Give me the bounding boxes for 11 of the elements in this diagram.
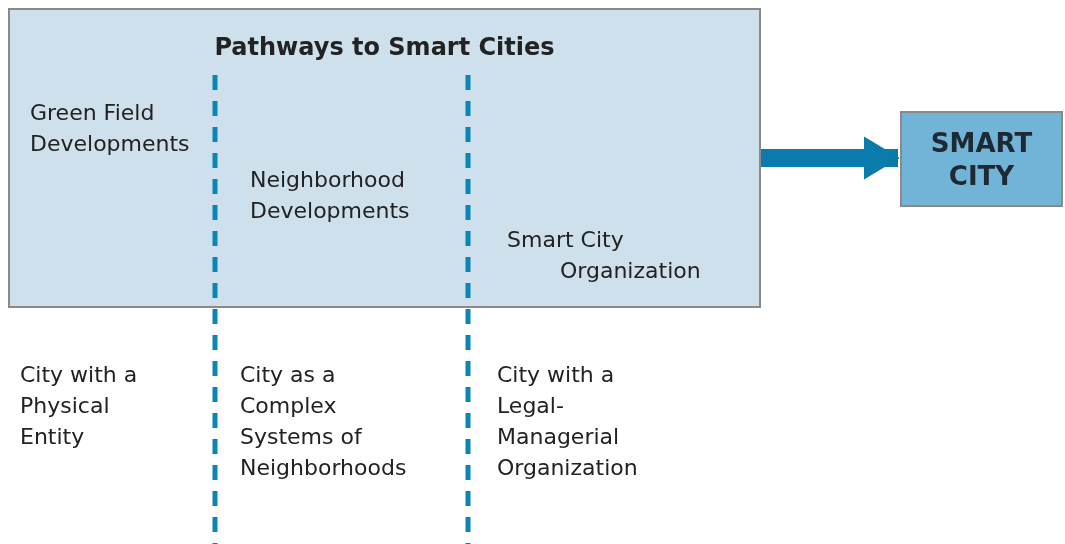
pathway-label: Green Field Developments	[30, 99, 191, 158]
panel-title: Pathways to Smart Cities	[213, 32, 556, 63]
pathway-label: Neighborhood Developments	[250, 166, 411, 225]
arrow	[761, 136, 900, 180]
concept-label: City with a Physical Entity	[20, 361, 139, 451]
pathways-panel	[8, 8, 761, 308]
concept-label: City as a Complex Systems of Neighborhoods	[240, 361, 408, 482]
target-box	[900, 111, 1063, 207]
box-label: SMART CITY	[929, 127, 1034, 193]
concept-label: City with a Legal-Managerial Organization	[497, 361, 639, 482]
pathway-label: Smart City Organization	[507, 226, 702, 285]
